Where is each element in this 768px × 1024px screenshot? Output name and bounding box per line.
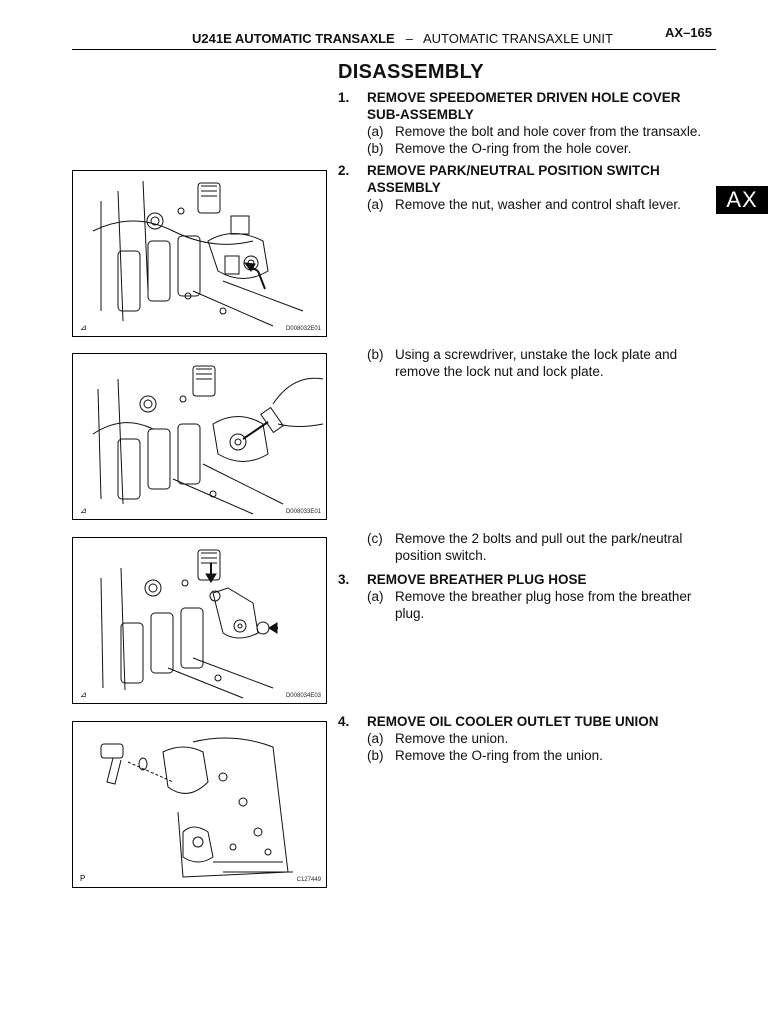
figure-code: D008034E03 xyxy=(285,693,321,699)
step-number: 2. xyxy=(338,163,350,178)
substep-text: Remove the nut, washer and control shaft… xyxy=(395,197,681,212)
substep-text: Remove the bolt and hole cover from the … xyxy=(395,124,702,139)
figure-code: D008032E01 xyxy=(285,326,321,332)
substep: (b) Remove the O-ring from the union. xyxy=(367,747,708,764)
figure-park-neutral-switch-lever: ⊿ D008032E01 xyxy=(72,170,327,337)
substep: (a) Remove the breather plug hose from t… xyxy=(367,588,708,622)
figure-remove-switch-bolts: ⊿ D008034E03 xyxy=(72,537,327,704)
substep-label: (b) xyxy=(367,141,384,156)
header-title-bold: U241E AUTOMATIC TRANSAXLE xyxy=(192,31,395,46)
step-title: REMOVE PARK/NEUTRAL POSITION SWITCH ASSE… xyxy=(367,163,660,195)
substep-text: Remove the 2 bolts and pull out the park… xyxy=(395,531,683,563)
illustration-switch-bolts xyxy=(100,549,278,699)
step-number: 3. xyxy=(338,572,350,587)
substep: (a) Remove the nut, washer and control s… xyxy=(367,196,708,213)
figure-mark: ⊿ xyxy=(80,690,87,699)
header-rule xyxy=(72,49,716,50)
running-header: U241E AUTOMATIC TRANSAXLE – AUTOMATIC TR… xyxy=(192,31,613,46)
page-number: AX–165 xyxy=(665,25,712,40)
substep-label: (a) xyxy=(367,731,384,746)
substep-text: Remove the breather plug hose from the b… xyxy=(395,589,692,621)
substep-label: (a) xyxy=(367,589,384,604)
header-title-rest: AUTOMATIC TRANSAXLE UNIT xyxy=(422,31,613,46)
step-number: 4. xyxy=(338,714,350,729)
substep-label: (b) xyxy=(367,748,384,763)
substep-label: (a) xyxy=(367,197,384,212)
step-2-substep-c: (c) Remove the 2 bolts and pull out the … xyxy=(338,530,708,564)
step-title: REMOVE OIL COOLER OUTLET TUBE UNION xyxy=(367,714,659,729)
section-tab: AX xyxy=(716,186,768,214)
substep: (a) Remove the union. xyxy=(367,730,708,747)
step-4: 4. REMOVE OIL COOLER OUTLET TUBE UNION (… xyxy=(338,713,708,764)
substep: (b) Remove the O-ring from the hole cove… xyxy=(367,140,708,157)
substep: (c) Remove the 2 bolts and pull out the … xyxy=(367,530,708,564)
step-3: 3. REMOVE BREATHER PLUG HOSE (a) Remove … xyxy=(338,571,708,622)
step-number: 1. xyxy=(338,90,350,105)
step-2-substep-b: (b) Using a screwdriver, unstake the loc… xyxy=(338,346,708,380)
figure-code: D008033E01 xyxy=(285,509,321,515)
substep-label: (b) xyxy=(367,347,384,362)
section-heading: DISASSEMBLY xyxy=(338,61,484,83)
substep: (b) Using a screwdriver, unstake the loc… xyxy=(367,346,708,380)
substep: (a) Remove the bolt and hole cover from … xyxy=(367,123,708,140)
substep-label: (c) xyxy=(367,531,383,546)
figure-mark: ⊿ xyxy=(80,323,87,332)
illustration-transaxle-lever xyxy=(92,180,304,327)
step-title: REMOVE BREATHER PLUG HOSE xyxy=(367,572,587,587)
substep-label: (a) xyxy=(367,124,384,139)
figure-oil-cooler-tube-union: P C127449 xyxy=(72,721,327,888)
step-1: 1. REMOVE SPEEDOMETER DRIVEN HOLE COVER … xyxy=(338,89,708,157)
substep-text: Remove the O-ring from the hole cover. xyxy=(395,141,632,156)
illustration-screwdriver-lock-plate xyxy=(92,365,324,515)
step-2: 2. REMOVE PARK/NEUTRAL POSITION SWITCH A… xyxy=(338,162,708,213)
figure-mark: P xyxy=(80,874,86,883)
figure-mark: ⊿ xyxy=(80,506,87,515)
figure-unstake-lock-plate: ⊿ D008033E01 xyxy=(72,353,327,520)
substep-text: Remove the O-ring from the union. xyxy=(395,748,603,763)
figure-code: C127449 xyxy=(296,877,321,883)
header-separator: – xyxy=(405,31,413,46)
substep-text: Remove the union. xyxy=(395,731,509,746)
illustration-tube-union xyxy=(100,737,293,878)
step-title: REMOVE SPEEDOMETER DRIVEN HOLE COVER SUB… xyxy=(367,90,681,122)
substep-text: Using a screwdriver, unstake the lock pl… xyxy=(395,347,678,379)
